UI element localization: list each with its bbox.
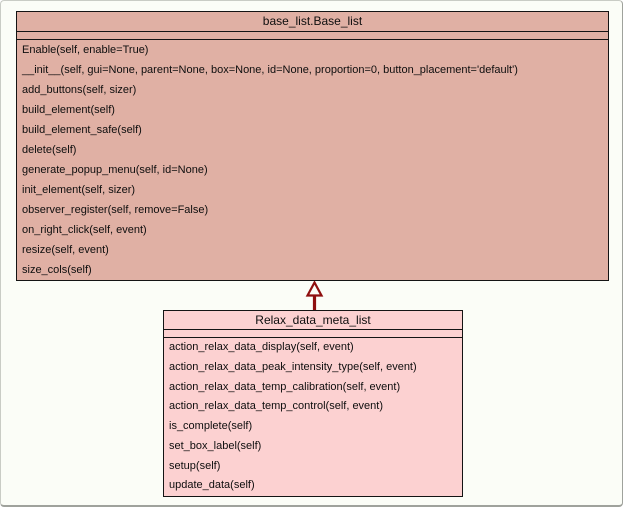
method-item: add_buttons(self, sizer) <box>22 84 137 96</box>
method-item: is_complete(self) <box>169 420 253 432</box>
methods-compartment-base-list: Enable(self, enable=True) __init__(self,… <box>17 40 608 280</box>
method-item: generate_popup_menu(self, id=None) <box>22 164 208 176</box>
class-box-relax-data-meta-list: Relax_data_meta_list action_relax_data_d… <box>163 310 463 497</box>
class-box-base-list: base_list.Base_list Enable(self, enable=… <box>16 11 609 281</box>
method-item: size_cols(self) <box>22 264 92 276</box>
class-title-base-list[interactable]: base_list.Base_list <box>17 12 608 32</box>
method-item: update_data(self) <box>169 479 255 492</box>
methods-compartment-relax-data-meta-list: action_relax_data_display(self, event) a… <box>164 338 462 496</box>
method-item: build_element_safe(self) <box>22 124 142 136</box>
method-item: resize(self, event) <box>22 244 109 256</box>
class-title-relax-data-meta-list[interactable]: Relax_data_meta_list <box>164 311 462 330</box>
method-item: Enable(self, enable=True) <box>22 44 149 56</box>
method-item: on_right_click(self, event) <box>22 224 147 236</box>
method-item: delete(self) <box>22 144 77 156</box>
method-item: init_element(self, sizer) <box>22 184 136 196</box>
method-item: action_relax_data_temp_control(self, eve… <box>169 400 384 413</box>
attributes-compartment-base-list <box>17 32 608 40</box>
method-item: action_relax_data_peak_intensity_type(se… <box>169 360 417 373</box>
method-item: action_relax_data_temp_calibration(self,… <box>169 380 401 393</box>
method-item: set_box_label(self) <box>169 439 262 452</box>
method-item: build_element(self) <box>22 104 115 116</box>
inheritance-arrow-icon <box>305 281 324 311</box>
method-item: observer_register(self, remove=False) <box>22 204 209 216</box>
method-item: __init__(self, gui=None, parent=None, bo… <box>22 64 518 76</box>
attributes-compartment-relax-data-meta-list <box>164 330 462 338</box>
method-item: setup(self) <box>169 459 221 472</box>
method-item: action_relax_data_display(self, event) <box>169 341 354 353</box>
